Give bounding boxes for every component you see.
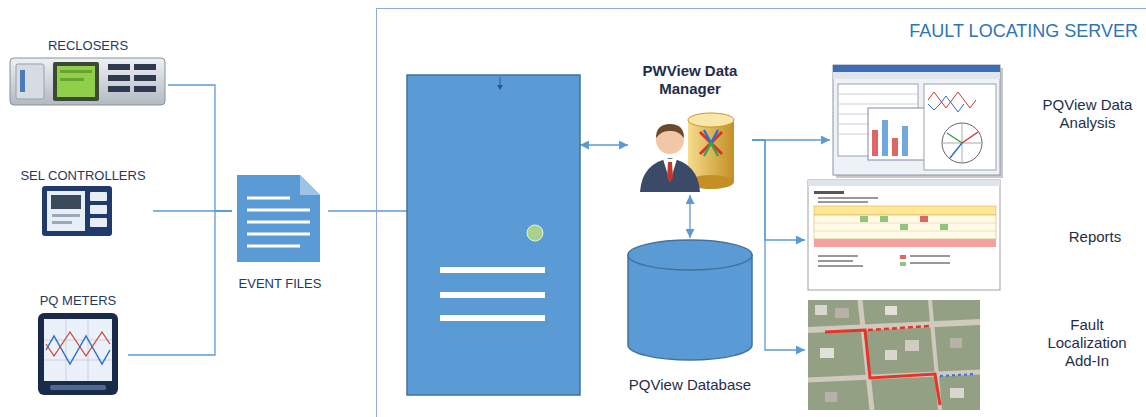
manager-node: PWView Data Manager [628,58,752,195]
output-node: Fault Localization Add-In [805,296,1142,412]
node-label: PQView Database [622,376,758,394]
device-node: RECLOSERS [8,36,168,108]
node-label: PQView Data Analysis [1035,96,1140,132]
connector-line [689,195,690,238]
meter-device [38,313,118,395]
connector-line [580,144,628,145]
node-label: PWView Data Manager [628,62,752,98]
output-node: Reports [805,178,1142,293]
document-icon [237,175,320,262]
connector-line [752,140,805,350]
database-cylinder [628,240,752,360]
node-label: SEL CONTROLLERS [13,168,153,184]
connector-line [128,211,232,355]
analysis-screenshot [833,65,1003,178]
device-node: SEL CONTROLLERS [13,166,153,238]
node-label: FAULT LOCATING SERVER [377,21,1138,43]
server-box [407,75,580,395]
device-node: PQ METERS [28,291,128,397]
server-tower [407,75,580,395]
node-label: Reports [1050,228,1140,246]
report-screenshot [808,180,1000,290]
manager-icon [640,113,734,192]
map-picture [808,300,980,410]
node-label: Fault Localization Add-In [1037,316,1137,370]
database-node: PQView Database [622,238,758,400]
controller-device [42,186,112,236]
file-node: EVENT FILES [232,172,328,294]
node-label: EVENT FILES [232,276,328,292]
connector-line [752,140,805,240]
node-label: PQ METERS [28,293,128,309]
connector-line [168,85,232,211]
node-label: RECLOSERS [8,38,168,54]
recloser-device [10,58,165,105]
server-region: FAULT LOCATING SERVER PWView Data Manager… [376,8,1146,417]
output-node: PQView Data Analysis [830,62,1142,177]
connector-line [328,210,407,211]
